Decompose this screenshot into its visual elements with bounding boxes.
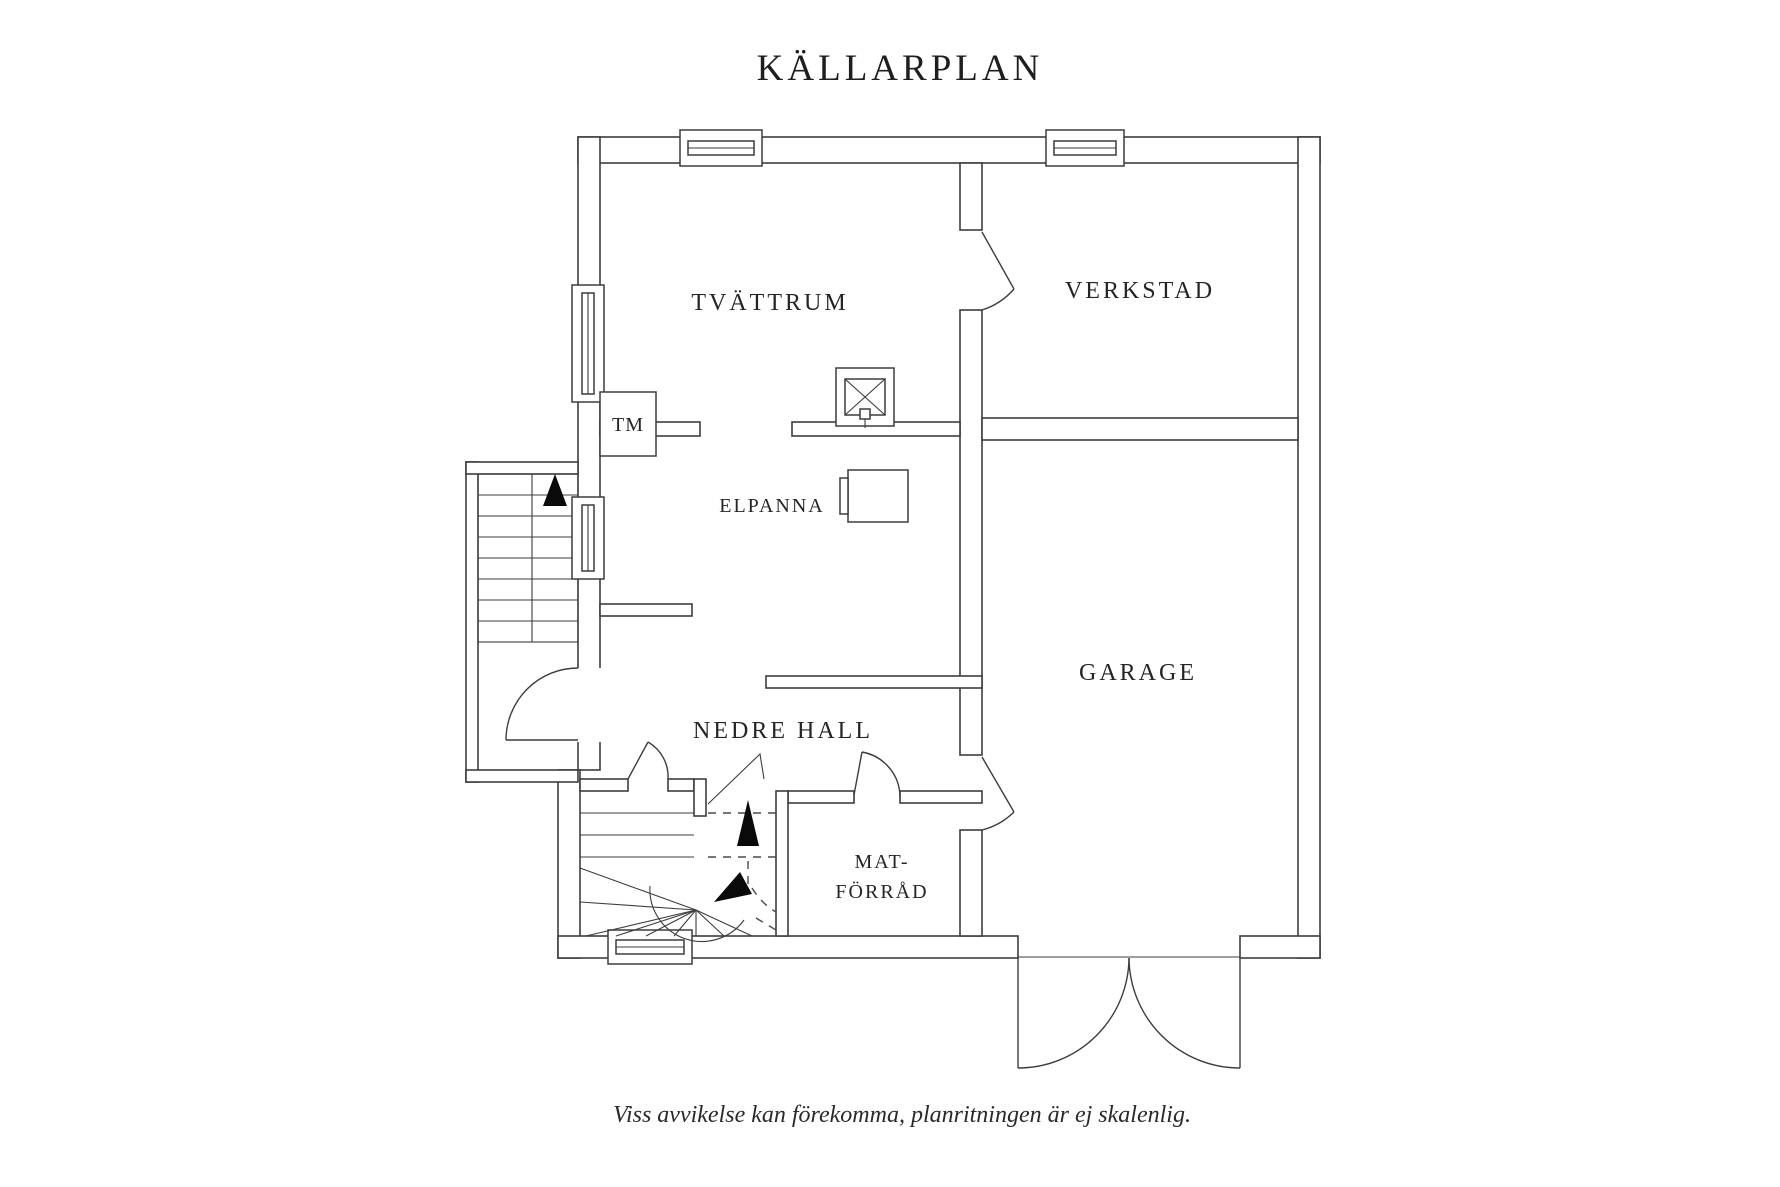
room-label-nedre-hall: NEDRE HALL bbox=[693, 718, 873, 744]
stairs-up-arrow-icon bbox=[543, 474, 567, 506]
room-label-matforrad-line1: MAT- bbox=[854, 851, 909, 873]
straight-staircase bbox=[477, 473, 579, 643]
stairs-up-arrow-icon bbox=[737, 800, 759, 846]
window-icon bbox=[607, 929, 693, 965]
window-icon bbox=[571, 496, 605, 580]
exterior-stair-annex bbox=[465, 461, 579, 783]
doors bbox=[505, 231, 1241, 1069]
room-label-elpanna: ELPANNA bbox=[719, 495, 825, 517]
washing-machine-icon bbox=[599, 391, 657, 457]
room-label-matforrad-line2: FÖRRÅD bbox=[835, 880, 928, 903]
washing-machine-label: TM bbox=[612, 414, 644, 436]
room-label-garage: GARAGE bbox=[1079, 660, 1197, 686]
room-label-verkstad: VERKSTAD bbox=[1065, 278, 1215, 304]
stairs-down-arrow-icon bbox=[714, 872, 752, 902]
window-icon bbox=[571, 284, 605, 403]
stair-door-swing-icon bbox=[627, 741, 669, 780]
disclaimer-text: Viss avvikelse kan förekomma, planritnin… bbox=[613, 1102, 1191, 1128]
winder-staircase bbox=[579, 800, 777, 942]
window-icon bbox=[679, 129, 763, 167]
garage-double-door-icon bbox=[1017, 957, 1241, 1069]
window-icon bbox=[1045, 129, 1125, 167]
page-title: KÄLLARPLAN bbox=[757, 48, 1044, 89]
floor-drain-icon bbox=[835, 367, 895, 428]
matforrad-door-swing-icon bbox=[853, 751, 901, 798]
entry-door-swing-icon bbox=[505, 667, 602, 742]
boiler-icon bbox=[839, 469, 909, 523]
room-label-tvattrum: TVÄTTRUM bbox=[691, 290, 848, 316]
garage-door-swing-icon bbox=[981, 756, 1015, 831]
verkstad-door-swing-icon bbox=[981, 231, 1015, 311]
fixtures bbox=[599, 367, 909, 523]
windows bbox=[571, 129, 1125, 965]
